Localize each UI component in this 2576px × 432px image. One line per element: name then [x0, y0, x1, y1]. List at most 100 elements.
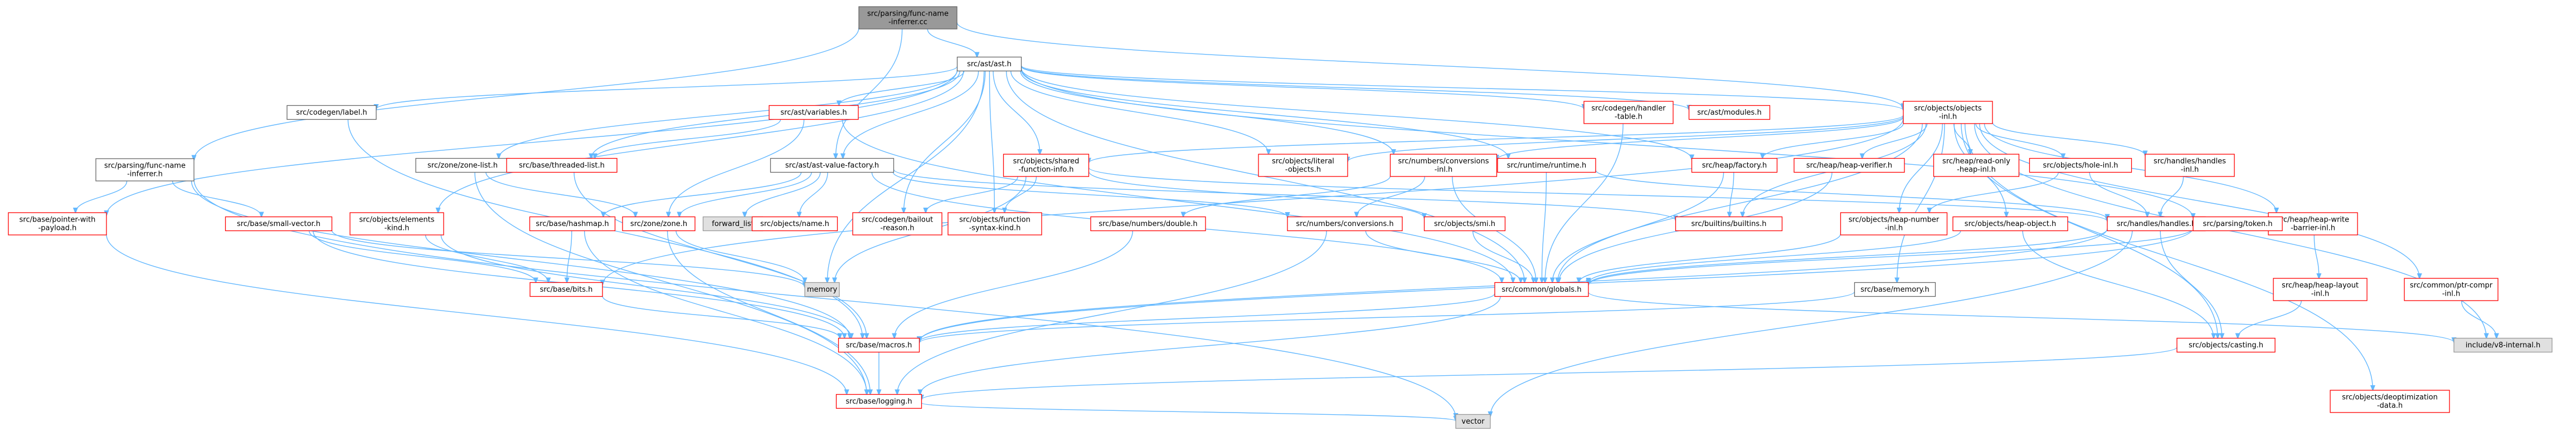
node-macros[interactable]: src/base/macros.h — [838, 337, 920, 353]
edge-handlesinl-to-handles — [2160, 176, 2184, 217]
node-shared[interactable]: src/objects/shared-function-info.h — [1003, 154, 1090, 177]
edge-hashmap-to-logging — [584, 230, 867, 395]
node-label: src/codegen/bailout — [862, 216, 933, 224]
edge-numconv-to-globals — [1365, 230, 1520, 283]
node-label: src/parsing/func-name — [104, 162, 186, 170]
edge-runtime-to-handles — [1595, 170, 2107, 219]
node-ptrcompr[interactable]: src/common/ptr-compr-inl.h — [2404, 278, 2499, 301]
node-box — [947, 212, 1042, 235]
node-label: src/numbers/conversions — [1398, 158, 1489, 166]
node-deopt[interactable]: src/objects/deoptimization-data.h — [2330, 390, 2450, 413]
node-logging[interactable]: src/base/logging.h — [835, 394, 922, 409]
edge-handler-to-globals — [1545, 123, 1624, 283]
node-factory[interactable]: src/heap/factory.h — [1691, 158, 1778, 173]
node-heapobj[interactable]: src/objects/heap-object.h — [1952, 216, 2068, 232]
node-box — [1455, 414, 1491, 429]
node-readonly[interactable]: src/heap/read-only-heap-inl.h — [1933, 154, 2020, 177]
node-fsk[interactable]: src/objects/function-syntax-kind.h — [947, 212, 1042, 235]
node-builtins[interactable]: src/builtins/builtins.h — [1675, 216, 1783, 232]
node-v8internal[interactable]: include/v8-internal.h — [2453, 337, 2553, 353]
node-box — [529, 216, 616, 232]
edge-objects-to-bits — [602, 118, 1904, 284]
node-label[interactable]: src/codegen/label.h — [286, 105, 377, 120]
node-hashmap[interactable]: src/base/hashmap.h — [529, 216, 616, 232]
edge-objects-to-factory — [1762, 123, 1904, 159]
node-box — [2029, 158, 2132, 173]
edge-root-to-ast — [927, 28, 977, 57]
edge-ast-to-objects — [1020, 65, 1904, 110]
edge-shared-to-smi — [1088, 171, 1425, 218]
node-basememory[interactable]: src/base/memory.h — [1854, 282, 1936, 297]
node-heapverifier[interactable]: src/heap/heap-verifier.h — [1794, 158, 1905, 173]
node-globals[interactable]: src/common/globals.h — [1494, 282, 1589, 297]
node-label: src/zone/zone.h — [630, 220, 687, 228]
node-box — [2453, 337, 2553, 353]
node-double[interactable]: src/base/numbers/double.h — [1090, 216, 1206, 232]
node-handler[interactable]: src/codegen/handler-table.h — [1583, 101, 1674, 124]
edge-heapnum-to-globals — [1579, 233, 1841, 283]
edge-objects-to-numconvinl — [1497, 117, 1904, 160]
node-label: src/ast/ast.h — [967, 60, 1012, 68]
node-handlesinl[interactable]: src/handles/handles-inl.h — [2145, 154, 2235, 177]
node-runtime[interactable]: src/runtime/runtime.h — [1497, 158, 1596, 173]
node-label: src/base/numbers/double.h — [1099, 220, 1197, 228]
node-token[interactable]: src/parsing/token.h — [2193, 216, 2283, 232]
node-modules[interactable]: src/ast/modules.h — [1688, 105, 1771, 120]
node-literal[interactable]: src/objects/literal-objects.h — [1258, 154, 1348, 177]
node-root[interactable]: src/parsing/func-name-inferrer.cc — [858, 6, 958, 30]
node-label: src/numbers/conversions.h — [1296, 220, 1393, 228]
edge-numconvinl-to-numconv — [1357, 176, 1425, 217]
node-holeinl[interactable]: src/objects/hole-inl.h — [2029, 158, 2132, 173]
node-box — [286, 105, 377, 120]
node-numconvinl[interactable]: src/numbers/conversions-inl.h — [1389, 154, 1498, 177]
node-variables[interactable]: src/ast/variables.h — [769, 105, 859, 120]
node-threaded[interactable]: src/base/threaded-list.h — [506, 158, 618, 173]
edge-ptrcompr-to-v8internal — [2461, 300, 2497, 338]
node-label: src/ast/variables.h — [780, 109, 847, 117]
node-zonelist[interactable]: src/zone/zone-list.h — [415, 158, 510, 173]
node-box — [1688, 105, 1771, 120]
node-avf[interactable]: src/ast/ast-value-factory.h — [770, 158, 895, 173]
node-objname[interactable]: src/objects/name.h — [751, 216, 838, 232]
node-label: forward_list — [712, 220, 754, 228]
edge-ast-to-runtime — [1020, 70, 1509, 159]
edge-basememory-to-macros — [920, 291, 1855, 343]
edge-ast-to-ptrpayload — [106, 69, 958, 215]
node-ast[interactable]: src/ast/ast.h — [956, 56, 1022, 72]
node-zone[interactable]: src/zone/zone.h — [622, 216, 696, 232]
node-box — [1423, 216, 1506, 232]
node-layout[interactable]: src/heap/heap-layout-inl.h — [2273, 278, 2368, 301]
node-label: -barrier-inl.h — [2291, 224, 2335, 233]
node-label: -reason.h — [880, 224, 914, 233]
edge-globals-to-logging — [920, 296, 1501, 395]
edge-avf-to-numconv — [892, 172, 1288, 218]
node-fni[interactable]: src/parsing/func-name-inferrer.h — [95, 158, 195, 181]
node-box — [2404, 278, 2499, 301]
node-label: src/common/ptr-compr — [2410, 282, 2493, 290]
node-bailout[interactable]: src/codegen/bailout-reason.h — [852, 212, 942, 235]
node-heapnum[interactable]: src/objects/heap-number-inl.h — [1840, 212, 1948, 235]
node-ptrpayload[interactable]: src/base/pointer-with-payload.h — [8, 212, 107, 235]
node-box — [506, 158, 618, 173]
node-vector[interactable]: vector — [1455, 414, 1491, 429]
node-label: src/base/hashmap.h — [536, 220, 609, 228]
node-numconv[interactable]: src/numbers/conversions.h — [1287, 216, 1403, 232]
node-smallvec[interactable]: src/base/small-vector.h — [225, 216, 333, 232]
node-box — [349, 212, 444, 235]
edge-variables-to-zone — [668, 119, 805, 217]
node-box — [1287, 216, 1403, 232]
edge-smallvec-to-bits — [309, 230, 536, 283]
edge-fni-to-macros — [191, 180, 850, 338]
node-casting[interactable]: src/objects/casting.h — [2176, 337, 2276, 353]
node-memory[interactable]: memory — [804, 282, 840, 297]
node-label: src/objects/literal — [1272, 158, 1334, 166]
edge-root-to-avf — [835, 28, 903, 159]
node-objects[interactable]: src/objects/objects-inl.h — [1903, 101, 1993, 124]
node-elemkind[interactable]: src/objects/elements-kind.h — [349, 212, 444, 235]
node-bits[interactable]: src/base/bits.h — [529, 282, 603, 297]
node-smi[interactable]: src/objects/smi.h — [1423, 216, 1506, 232]
node-box — [858, 6, 958, 30]
node-handles[interactable]: src/handles/handles.h — [2107, 216, 2206, 232]
node-label: vector — [1461, 418, 1485, 426]
